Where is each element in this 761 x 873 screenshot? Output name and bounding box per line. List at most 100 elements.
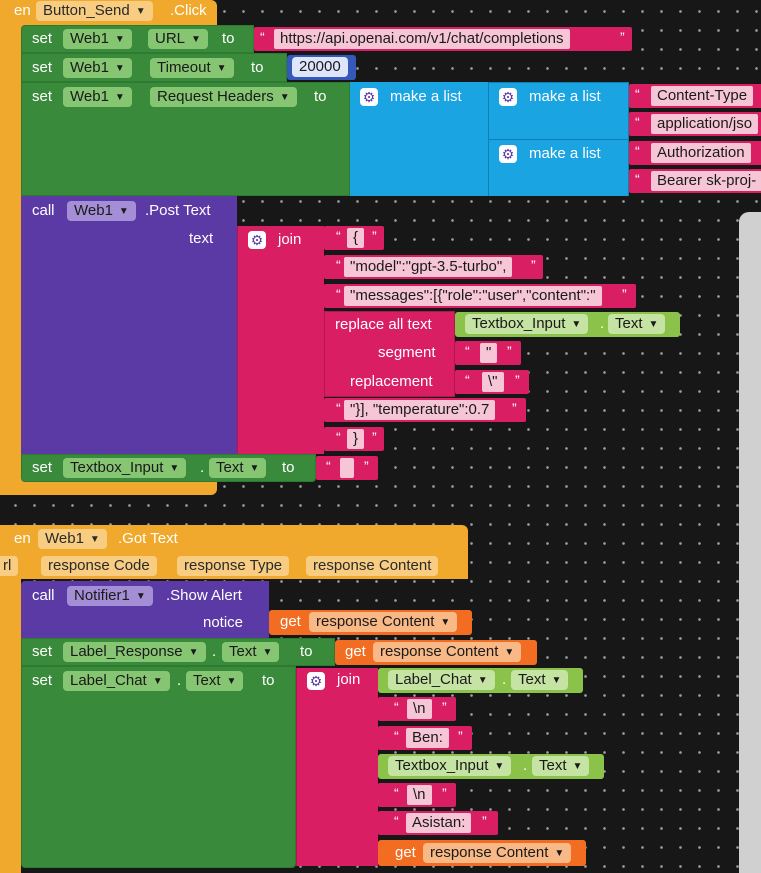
event-component-dropdown[interactable]: Button_Send▼ bbox=[36, 1, 153, 21]
header-value-string[interactable]: “ application/jso bbox=[629, 112, 761, 136]
gear-icon[interactable]: ⚙ bbox=[248, 231, 266, 249]
event-param[interactable]: rl bbox=[0, 556, 19, 576]
newline-value[interactable]: \n bbox=[407, 785, 432, 805]
set-url-block[interactable]: set Web1▼ to bbox=[21, 25, 254, 53]
component-dropdown[interactable]: Web1▼ bbox=[63, 29, 132, 49]
textbox-input-getter[interactable]: Textbox_Input▼ . Text▼ bbox=[455, 312, 680, 337]
textbox-input-getter[interactable]: Textbox_Input▼ . Text▼ bbox=[378, 754, 604, 779]
property-dropdown[interactable]: Text▼ bbox=[222, 642, 280, 662]
set-label: set bbox=[32, 643, 53, 660]
component-dropdown[interactable]: Textbox_Input▼ bbox=[388, 756, 512, 776]
body-part-string[interactable]: “"model":"gpt-3.5-turbo",” bbox=[324, 255, 543, 279]
header-key-string[interactable]: “ Content-Type bbox=[629, 84, 761, 108]
url-string-block[interactable]: “ https://api.openai.com/v1/chat/complet… bbox=[254, 27, 632, 51]
call-label: call bbox=[32, 587, 55, 604]
vertical-scrollbar[interactable] bbox=[739, 212, 761, 873]
newline-string[interactable]: “\n” bbox=[378, 697, 456, 721]
set-label: set bbox=[32, 30, 53, 47]
body-part-value[interactable]: "model":"gpt-3.5-turbo", bbox=[344, 257, 513, 277]
property-dropdown[interactable]: Text▼ bbox=[511, 670, 569, 690]
header-value-string[interactable]: “ Bearer sk-proj- bbox=[629, 169, 761, 193]
newline-string[interactable]: “\n” bbox=[378, 783, 456, 807]
component-dropdown[interactable]: Web1▼ bbox=[63, 87, 132, 107]
asistan-value[interactable]: Asistan: bbox=[406, 813, 472, 833]
set-timeout-block[interactable]: set Web1▼ Timeout▼ to bbox=[21, 53, 287, 82]
body-part-value[interactable]: } bbox=[347, 429, 365, 449]
get-response-content[interactable]: get response Content▼ bbox=[269, 610, 472, 635]
gear-icon[interactable]: ⚙ bbox=[499, 145, 517, 163]
variable-dropdown[interactable]: response Content▼ bbox=[373, 642, 522, 662]
gear-icon[interactable]: ⚙ bbox=[307, 672, 325, 690]
body-part-string[interactable]: “"}], "temperature":0.7” bbox=[324, 398, 526, 422]
gear-icon[interactable]: ⚙ bbox=[360, 88, 378, 106]
header-key-value[interactable]: Authorization bbox=[651, 143, 751, 163]
timeout-number-block[interactable]: 20000 bbox=[287, 55, 356, 80]
web1-got-text-event[interactable]: en Web1▼ .Got Text rl response Code resp… bbox=[0, 525, 468, 579]
get-response-content[interactable]: get response Content▼ bbox=[335, 640, 537, 665]
component-dropdown[interactable]: Label_Chat▼ bbox=[63, 671, 170, 691]
body-part-value[interactable]: "messages":[{"role":"user","content":" bbox=[344, 286, 602, 306]
property-dropdown[interactable]: Timeout▼ bbox=[150, 58, 234, 78]
property-dropdown[interactable]: URL▼ bbox=[148, 29, 208, 49]
property-dropdown[interactable]: Text▼ bbox=[186, 671, 244, 691]
event-param[interactable]: response Content bbox=[306, 556, 439, 576]
gear-icon[interactable]: ⚙ bbox=[499, 88, 517, 106]
clear-textbox-block[interactable]: set Textbox_Input▼ . Text▼ to bbox=[21, 454, 316, 482]
newline-value[interactable]: \n bbox=[407, 699, 432, 719]
segment-value[interactable]: " bbox=[480, 343, 498, 363]
event-component-dropdown[interactable]: Web1▼ bbox=[38, 529, 107, 549]
variable-dropdown[interactable]: response Content▼ bbox=[423, 843, 572, 863]
set-request-headers-block[interactable]: set Web1▼ Request Headers▼ to bbox=[21, 82, 350, 196]
chat-join-block[interactable]: ⚙ join bbox=[296, 668, 378, 866]
replacement-string[interactable]: “\"” bbox=[455, 370, 529, 394]
body-part-value[interactable]: { bbox=[347, 228, 365, 248]
ben-value[interactable]: Ben: bbox=[406, 728, 449, 748]
header-key-string[interactable]: “ Authorization bbox=[629, 141, 761, 165]
property-dropdown[interactable]: Request Headers▼ bbox=[150, 87, 297, 107]
make-list-authorization[interactable]: ⚙ make a list bbox=[489, 139, 629, 196]
component-dropdown[interactable]: Web1▼ bbox=[63, 58, 132, 78]
show-alert-call-block[interactable]: call Notifier1▼ .Show Alert notice bbox=[21, 581, 269, 638]
replace-all-text-block[interactable]: replace all text segment replacement bbox=[324, 311, 455, 397]
replacement-value[interactable]: \" bbox=[482, 372, 504, 392]
chevron-down-icon: ▼ bbox=[504, 647, 515, 658]
component-dropdown[interactable]: Label_Response▼ bbox=[63, 642, 206, 662]
url-value[interactable]: https://api.openai.com/v1/chat/completio… bbox=[274, 29, 570, 49]
segment-string[interactable]: “"” bbox=[455, 341, 521, 365]
make-list-outer[interactable]: ⚙ make a list bbox=[350, 82, 489, 196]
component-dropdown[interactable]: Web1▼ bbox=[67, 201, 136, 221]
header-value-value[interactable]: Bearer sk-proj- bbox=[651, 171, 761, 191]
set-label-chat-block[interactable]: set Label_Chat▼ . Text▼ to bbox=[21, 666, 296, 868]
header-key-value[interactable]: Content-Type bbox=[651, 86, 754, 106]
component-dropdown[interactable]: Label_Chat▼ bbox=[388, 670, 495, 690]
event-param[interactable]: response Type bbox=[177, 556, 290, 576]
property-dropdown[interactable]: Text▼ bbox=[209, 458, 267, 478]
label-chat-getter[interactable]: Label_Chat▼ . Text▼ bbox=[378, 668, 583, 693]
segment-label: segment bbox=[378, 344, 436, 361]
component-dropdown[interactable]: Textbox_Input▼ bbox=[465, 314, 589, 334]
body-part-string[interactable]: “}” bbox=[324, 427, 384, 451]
header-value-value[interactable]: application/jso bbox=[651, 114, 759, 134]
component-dropdown[interactable]: Textbox_Input▼ bbox=[63, 458, 187, 478]
get-response-content[interactable]: get response Content▼ bbox=[378, 840, 586, 866]
chevron-down-icon: ▼ bbox=[494, 761, 505, 772]
component-dropdown[interactable]: Notifier1▼ bbox=[67, 586, 153, 606]
empty-string[interactable]: “” bbox=[316, 456, 378, 480]
post-join-block[interactable]: ⚙ join bbox=[237, 226, 324, 454]
make-list-content-type[interactable]: ⚙ make a list bbox=[489, 82, 629, 139]
post-text-call-block[interactable]: call Web1▼ .Post Text text bbox=[21, 196, 237, 454]
asistan-string[interactable]: “Asistan:” bbox=[378, 811, 498, 835]
body-part-string[interactable]: “{” bbox=[324, 226, 384, 250]
event-param[interactable]: response Code bbox=[41, 556, 157, 576]
body-part-value[interactable]: "}], "temperature":0.7 bbox=[344, 400, 496, 420]
set-label-response-block[interactable]: set Label_Response▼ . Text▼ to bbox=[21, 638, 335, 666]
to-label: to bbox=[300, 643, 313, 660]
event-prefix: en bbox=[14, 530, 31, 547]
variable-dropdown[interactable]: response Content▼ bbox=[309, 612, 458, 632]
timeout-value[interactable]: 20000 bbox=[292, 57, 348, 77]
empty-string-value[interactable] bbox=[340, 458, 354, 478]
property-dropdown[interactable]: Text▼ bbox=[532, 756, 590, 776]
ben-string[interactable]: “Ben:” bbox=[378, 726, 472, 750]
body-part-string[interactable]: “"messages":[{"role":"user","content":"” bbox=[324, 284, 636, 308]
property-dropdown[interactable]: Text▼ bbox=[608, 314, 666, 334]
